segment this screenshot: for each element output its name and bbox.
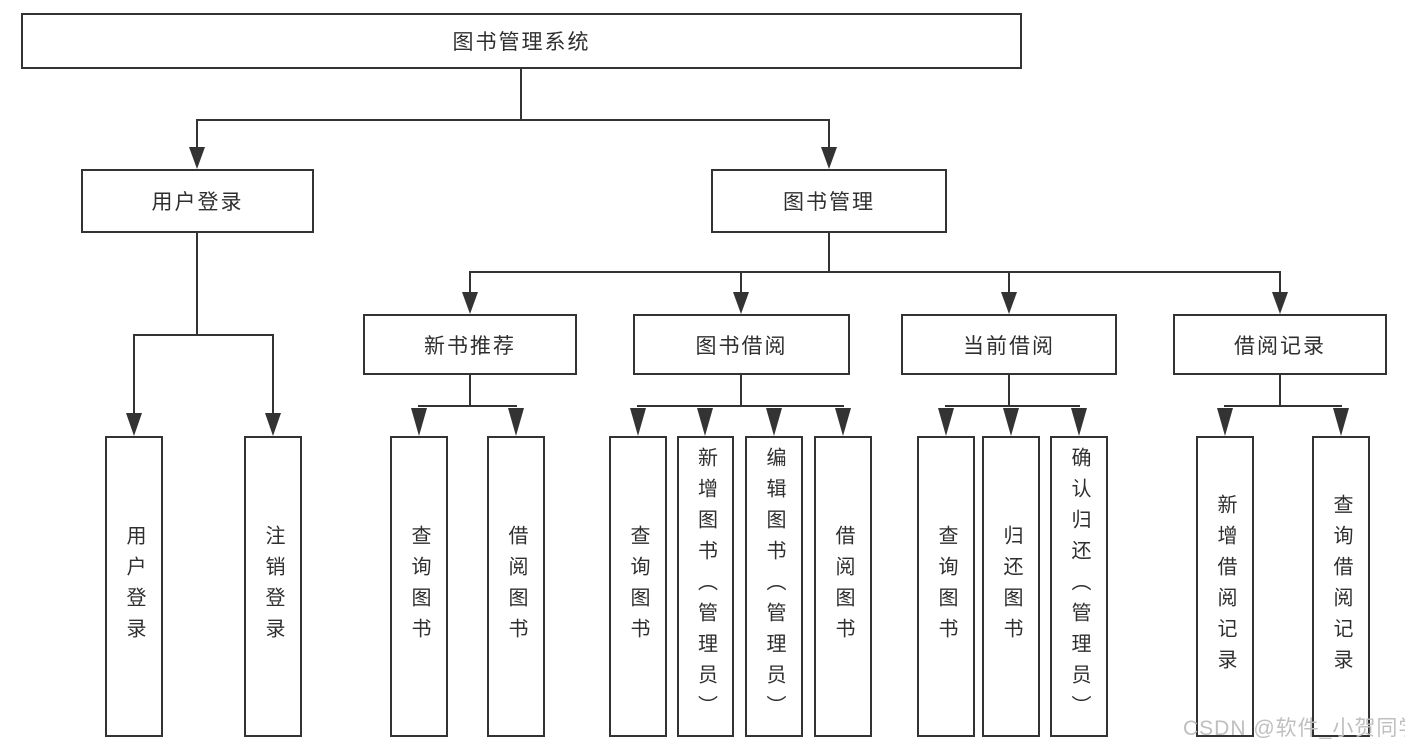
leaf-add-book-admin: 新增图书（管理员） [677,436,734,737]
csdn-watermark: CSDN @软件_小贺同学 [1183,717,1405,740]
leaf-return-books: 归还图书 [982,436,1040,737]
leaf-query-borrow-record: 查询借阅记录 [1312,436,1370,737]
node-root: 图书管理系统 [21,13,1022,69]
node-new-book-recommend: 新书推荐 [363,314,577,375]
leaf-borrow-books-recommend: 借阅图书 [487,436,545,737]
node-user-login: 用户登录 [81,169,314,233]
leaf-user-login: 用户登录 [105,436,163,737]
node-borrow-records: 借阅记录 [1173,314,1387,375]
leaf-borrow-books: 借阅图书 [814,436,872,737]
leaf-confirm-return-admin: 确认归还（管理员） [1050,436,1108,737]
node-current-borrow: 当前借阅 [901,314,1117,375]
node-book-borrow: 图书借阅 [633,314,850,375]
leaf-query-books-borrow: 查询图书 [609,436,667,737]
leaf-query-books-recommend: 查询图书 [390,436,448,737]
leaf-query-books-current: 查询图书 [917,436,975,737]
leaf-edit-book-admin: 编辑图书（管理员） [745,436,803,737]
leaf-add-borrow-record: 新增借阅记录 [1196,436,1254,737]
leaf-logout: 注销登录 [244,436,302,737]
node-book-management: 图书管理 [711,169,947,233]
